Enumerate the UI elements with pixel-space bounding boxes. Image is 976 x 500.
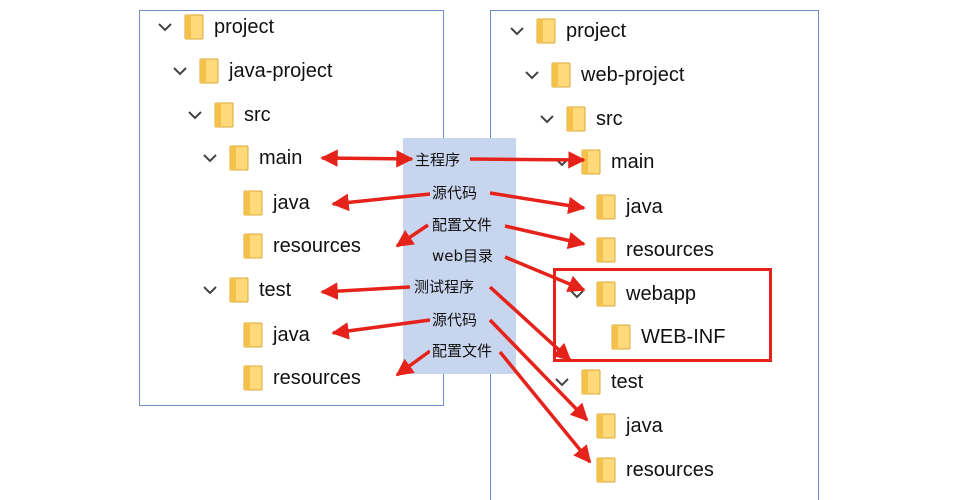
tree-item-label: src xyxy=(596,107,623,130)
left-tree-item-java-project[interactable]: java-project xyxy=(169,56,332,86)
tree-item-label: main xyxy=(259,146,303,169)
webapp-highlight-box xyxy=(553,268,772,362)
chevron-down-icon[interactable] xyxy=(551,367,573,397)
tree-item-label: resources xyxy=(273,366,361,389)
chevron-down-icon xyxy=(213,363,235,393)
chevron-down-icon[interactable] xyxy=(169,56,191,86)
annotation-label: 源代码 xyxy=(430,309,480,330)
left-tree-item-java[interactable]: java xyxy=(213,188,310,218)
right-tree-item-web-project[interactable]: web-project xyxy=(521,60,684,90)
annotation-label: 配置文件 xyxy=(430,340,495,361)
tree-item-label: java xyxy=(273,191,310,214)
tree-item-label: web-project xyxy=(581,63,685,86)
folder-icon xyxy=(229,145,249,171)
annotation-label: 测试程序 xyxy=(412,276,477,297)
folder-icon xyxy=(581,149,601,175)
chevron-down-icon xyxy=(566,411,588,441)
folder-icon xyxy=(536,18,556,44)
tree-item-label: webapp xyxy=(626,282,697,305)
right-tree-item-java[interactable]: java xyxy=(566,192,663,222)
folder-icon xyxy=(596,237,616,263)
chevron-down-icon[interactable] xyxy=(536,104,558,134)
chevron-down-icon[interactable] xyxy=(184,100,206,130)
folder-icon xyxy=(551,62,571,88)
tree-item-label: java xyxy=(273,323,310,346)
chevron-down-icon xyxy=(566,192,588,222)
annotation-label: web目录 xyxy=(430,245,496,266)
folder-icon xyxy=(243,322,263,348)
right-tree-item-main[interactable]: main xyxy=(551,147,654,177)
left-tree-panel xyxy=(139,10,444,406)
tree-item-label: resources xyxy=(273,234,361,257)
chevron-down-icon[interactable] xyxy=(551,147,573,177)
annotation-label: 主程序 xyxy=(413,149,463,170)
chevron-down-icon[interactable] xyxy=(521,60,543,90)
tree-item-label: main xyxy=(611,150,655,173)
right-tree-item-src[interactable]: src xyxy=(536,104,623,134)
left-tree-item-main[interactable]: main xyxy=(199,143,302,173)
folder-icon xyxy=(243,233,263,259)
chevron-down-icon xyxy=(213,188,235,218)
left-tree-item-src[interactable]: src xyxy=(184,100,271,130)
chevron-down-icon[interactable] xyxy=(199,143,221,173)
left-tree-item-java[interactable]: java xyxy=(213,320,310,350)
folder-icon xyxy=(581,369,601,395)
folder-icon xyxy=(243,190,263,216)
chevron-down-icon xyxy=(213,320,235,350)
left-tree-item-project[interactable]: project xyxy=(154,12,274,42)
tree-item-label: WEB-INF xyxy=(641,325,726,348)
chevron-down-icon[interactable] xyxy=(154,12,176,42)
tree-item-label: java xyxy=(626,195,663,218)
folder-icon xyxy=(596,281,616,307)
tree-item-label: src xyxy=(244,103,271,126)
chevron-down-icon xyxy=(566,235,588,265)
folder-icon xyxy=(214,102,234,128)
tree-item-label: resources xyxy=(626,238,714,261)
right-tree-item-java[interactable]: java xyxy=(566,411,663,441)
folder-icon xyxy=(229,277,249,303)
tree-item-label: java-project xyxy=(229,59,333,82)
folder-icon xyxy=(596,194,616,220)
folder-icon xyxy=(596,457,616,483)
left-tree-item-resources[interactable]: resources xyxy=(213,363,361,393)
folder-icon xyxy=(596,413,616,439)
tree-item-label: java xyxy=(626,414,663,437)
right-tree-item-project[interactable]: project xyxy=(506,16,626,46)
right-tree-item-web-inf[interactable]: WEB-INF xyxy=(581,322,725,352)
right-tree-item-resources[interactable]: resources xyxy=(566,455,714,485)
tree-item-label: resources xyxy=(626,458,714,481)
folder-icon xyxy=(243,365,263,391)
left-tree-item-test[interactable]: test xyxy=(199,275,291,305)
right-tree-item-webapp[interactable]: webapp xyxy=(566,279,696,309)
chevron-down-icon xyxy=(566,455,588,485)
folder-icon xyxy=(184,14,204,40)
chevron-down-icon xyxy=(213,231,235,261)
tree-item-label: project xyxy=(566,19,627,42)
chevron-down-icon[interactable] xyxy=(506,16,528,46)
folder-icon xyxy=(199,58,219,84)
chevron-down-icon[interactable] xyxy=(199,275,221,305)
right-tree-item-test[interactable]: test xyxy=(551,367,643,397)
folder-icon xyxy=(566,106,586,132)
tree-item-label: project xyxy=(214,15,275,38)
annotation-label: 源代码 xyxy=(430,182,480,203)
chevron-down-icon[interactable] xyxy=(566,279,588,309)
left-tree-item-resources[interactable]: resources xyxy=(213,231,361,261)
right-tree-item-resources[interactable]: resources xyxy=(566,235,714,265)
tree-item-label: test xyxy=(611,370,644,393)
folder-icon xyxy=(611,324,631,350)
annotation-label: 配置文件 xyxy=(430,214,495,235)
tree-item-label: test xyxy=(259,278,292,301)
